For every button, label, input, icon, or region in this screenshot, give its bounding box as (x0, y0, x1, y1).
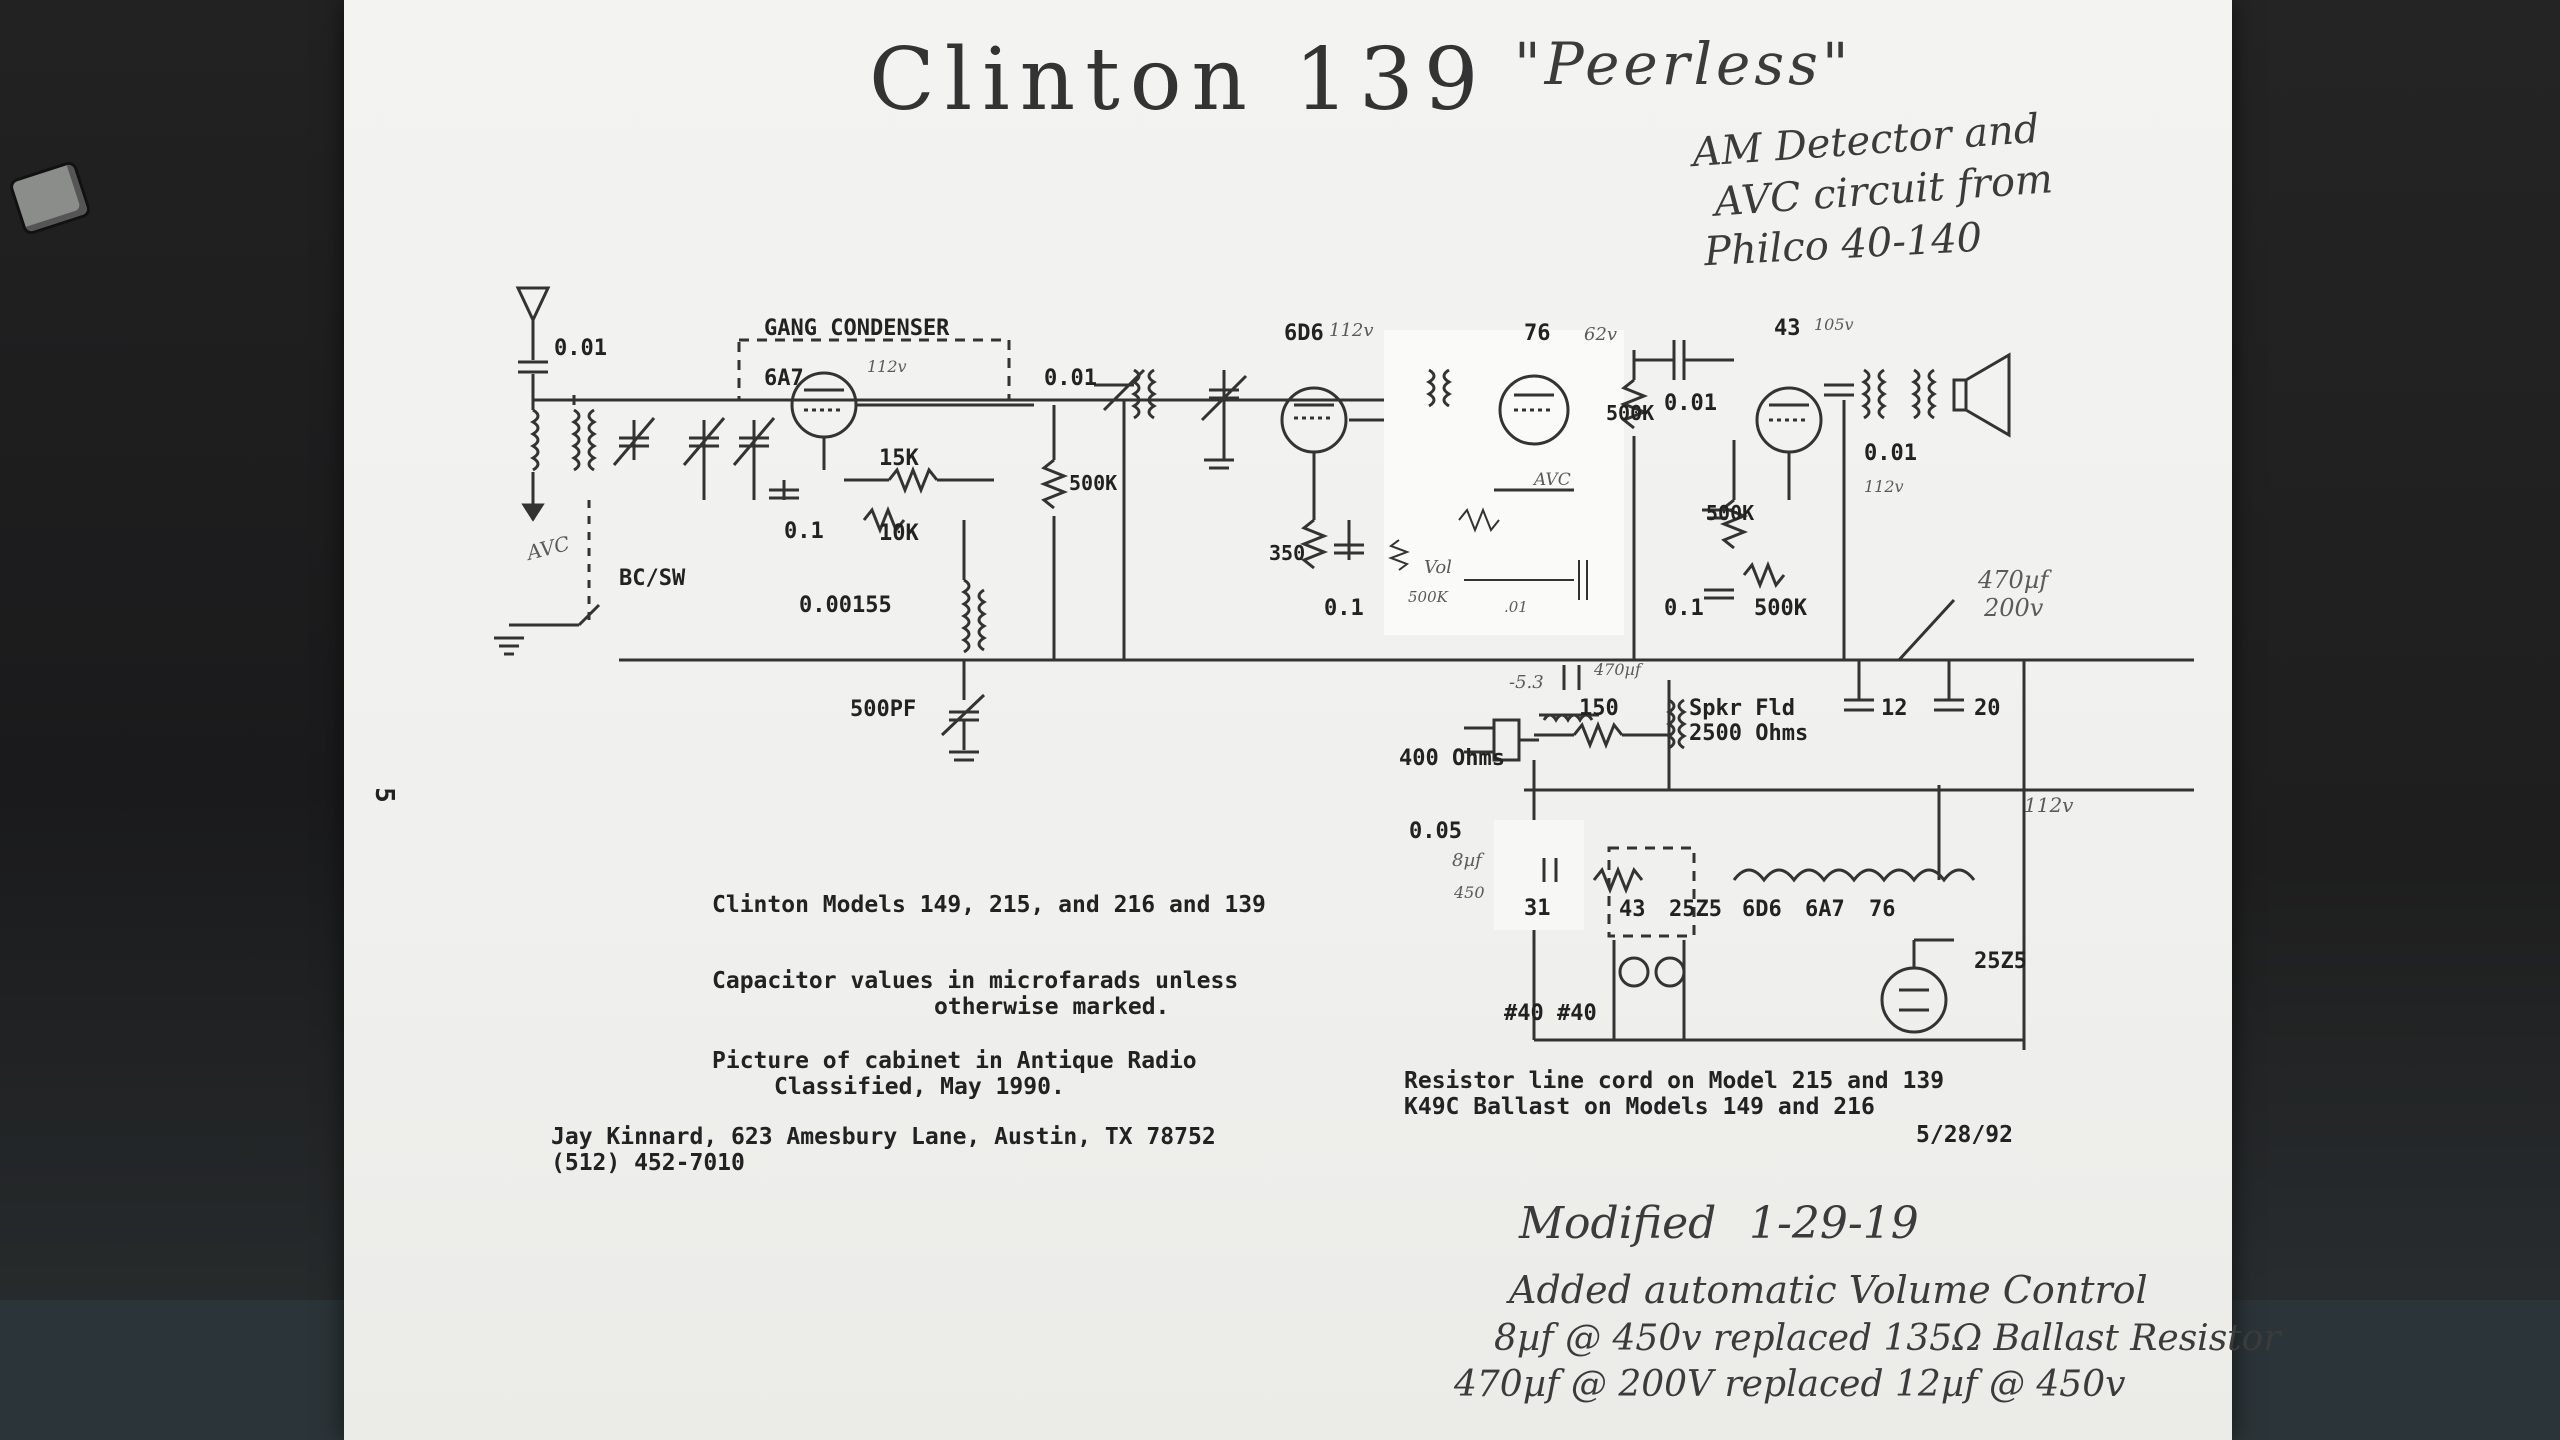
value-antenna-cap: 0.01 (554, 336, 607, 361)
heater-43: 43 (1619, 897, 1646, 922)
desk-surface-right (2232, 0, 2560, 1440)
value-500k-1: 500K (1069, 471, 1117, 495)
modification-line-3: 470µf @ 200V replaced 12µf @ 450v (1454, 1364, 2126, 1405)
footer-cabinet-note-2: Classified, May 1990. (774, 1074, 1065, 1100)
value-20: 20 (1974, 696, 2001, 721)
value-0-05: 0.05 (1409, 819, 1462, 844)
modification-date: 1-29-19 (1749, 1198, 1919, 1249)
note-vol: Vol (1424, 557, 1452, 578)
heater-6a7: 6A7 (1805, 897, 1845, 922)
footer-capacitor-note-2: otherwise marked. (934, 994, 1170, 1020)
value-0-1-grid: 0.1 (784, 519, 824, 544)
note-cap-01: .01 (1504, 598, 1528, 616)
label-speaker-field-ohms: 2500 Ohms (1689, 721, 1808, 746)
value-output-cap: 0.01 (1864, 441, 1917, 466)
value-0-1-cathode: 0.1 (1324, 596, 1364, 621)
handwritten-title: Clinton 139 (869, 30, 1489, 130)
resistor-10k (862, 505, 906, 535)
modification-line-2: 8µf @ 450v replaced 135Ω Ballast Resisto… (1494, 1318, 2281, 1359)
value-12: 12 (1881, 696, 1908, 721)
note-470uf: 470µf (1977, 566, 2052, 594)
label-bc-sw: BC/SW (619, 566, 686, 591)
patched-paper-overlay (1384, 330, 1624, 635)
value-if-cap: 0.01 (1044, 366, 1097, 391)
value-500k-4: 500K (1754, 596, 1808, 621)
speaker-symbol (1952, 378, 1968, 412)
value-350: 350 (1269, 541, 1305, 565)
gang-condenser-box (737, 338, 1011, 402)
note-b-plus: 112v (2024, 793, 2074, 817)
label-pilot-lamps: #40 #40 (1504, 1001, 1597, 1026)
value-31: 31 (1524, 896, 1551, 921)
handwritten-nickname: "Peerless" (1514, 30, 1853, 98)
note-neg-bias: -5.3 (1509, 672, 1544, 693)
antenna-coil (530, 408, 540, 472)
heater-25z5: 25Z5 (1669, 897, 1722, 922)
value-0-1-grid-2: 0.1 (1664, 596, 1704, 621)
schematic-paper: 5 Clinton 139 "Peerless" AM Detector and… (344, 0, 2281, 1440)
note-bias-cap: 470µf (1593, 660, 1644, 679)
note-vol-value: 500K (1408, 588, 1449, 606)
tube-25z5 (1880, 966, 1948, 1034)
heater-76: 76 (1869, 897, 1896, 922)
value-400-ohms: 400 Ohms (1399, 746, 1505, 771)
value-coupling-cap: 0.01 (1664, 391, 1717, 416)
antenna-symbol (515, 286, 551, 324)
footer-author-address: Jay Kinnard, 623 Amesbury Lane, Austin, … (551, 1124, 1216, 1150)
label-tube-76: 76 (1524, 321, 1551, 346)
label-tube-6a7: 6A7 (764, 366, 804, 391)
footer-date: 5/28/92 (1916, 1122, 2013, 1148)
resistor-500k-2 (1619, 378, 1649, 430)
footer-line-cord-1: Resistor line cord on Model 215 and 139 (1404, 1068, 1945, 1094)
heater-6d6: 6D6 (1742, 897, 1782, 922)
tube-76 (1498, 374, 1570, 446)
value-500k-2: 500K (1606, 401, 1654, 425)
tuning-capacitor-1 (612, 417, 656, 466)
desk-surface-left (0, 0, 344, 1440)
note-8uf-voltage: 450 (1453, 883, 1485, 902)
footer-capacitor-note-1: Capacitor values in microfarads unless (712, 968, 1239, 994)
note-b-plus-output: 112v (1864, 477, 1904, 496)
label-tube-6d6: 6D6 (1284, 321, 1324, 346)
label-tube-43: 43 (1774, 316, 1801, 341)
footer-line-cord-2: K49C Ballast on Models 149 and 216 (1404, 1094, 1875, 1120)
value-500pf: 500PF (850, 697, 916, 722)
resistor-500k-1 (1039, 458, 1069, 510)
label-tube-25z5: 25Z5 (1974, 949, 2027, 974)
tuning-capacitor-3 (732, 417, 776, 500)
note-8uf: 8µf (1452, 850, 1485, 871)
value-10k: 10K (879, 521, 919, 546)
voltage-76: 62v (1584, 324, 1617, 345)
modification-heading: Modified (1519, 1198, 1717, 1249)
schematic-drawing: GANG CONDENSER 6A7 6D6 76 43 25Z5 112v 1… (494, 286, 2194, 1050)
voltage-6d6: 112v (1329, 320, 1374, 341)
modification-line-1: Added automatic Volume Control (1509, 1268, 2148, 1312)
resistor-350 (1299, 518, 1329, 570)
value-500k-3: 500K (1706, 501, 1754, 525)
patched-paper-overlay-2 (1494, 820, 1584, 930)
value-150: 150 (1579, 696, 1619, 721)
voltage-43: 105v (1814, 315, 1854, 334)
label-speaker-field: Spkr Fld (1689, 696, 1795, 721)
footer-author-phone: (512) 452-7010 (551, 1150, 745, 1176)
label-gang-condenser: GANG CONDENSER (764, 316, 950, 341)
footer-cabinet-note-1: Picture of cabinet in Antique Radio (712, 1048, 1197, 1074)
note-200v: 200v (1983, 594, 2044, 622)
tube-6d6 (1280, 386, 1348, 454)
footer-models: Clinton Models 149, 215, and 216 and 139 (712, 892, 1266, 918)
resistor-15k (887, 465, 939, 495)
value-0-00155: 0.00155 (799, 593, 892, 618)
resistor-500k-3 (1719, 498, 1749, 550)
note-avc-detector: AVC (1532, 470, 1571, 490)
tuning-capacitor-2 (682, 417, 726, 500)
value-15k: 15K (879, 446, 919, 471)
label-avc-antenna: AVC (522, 531, 572, 565)
voltage-6a7: 112v (867, 357, 907, 376)
